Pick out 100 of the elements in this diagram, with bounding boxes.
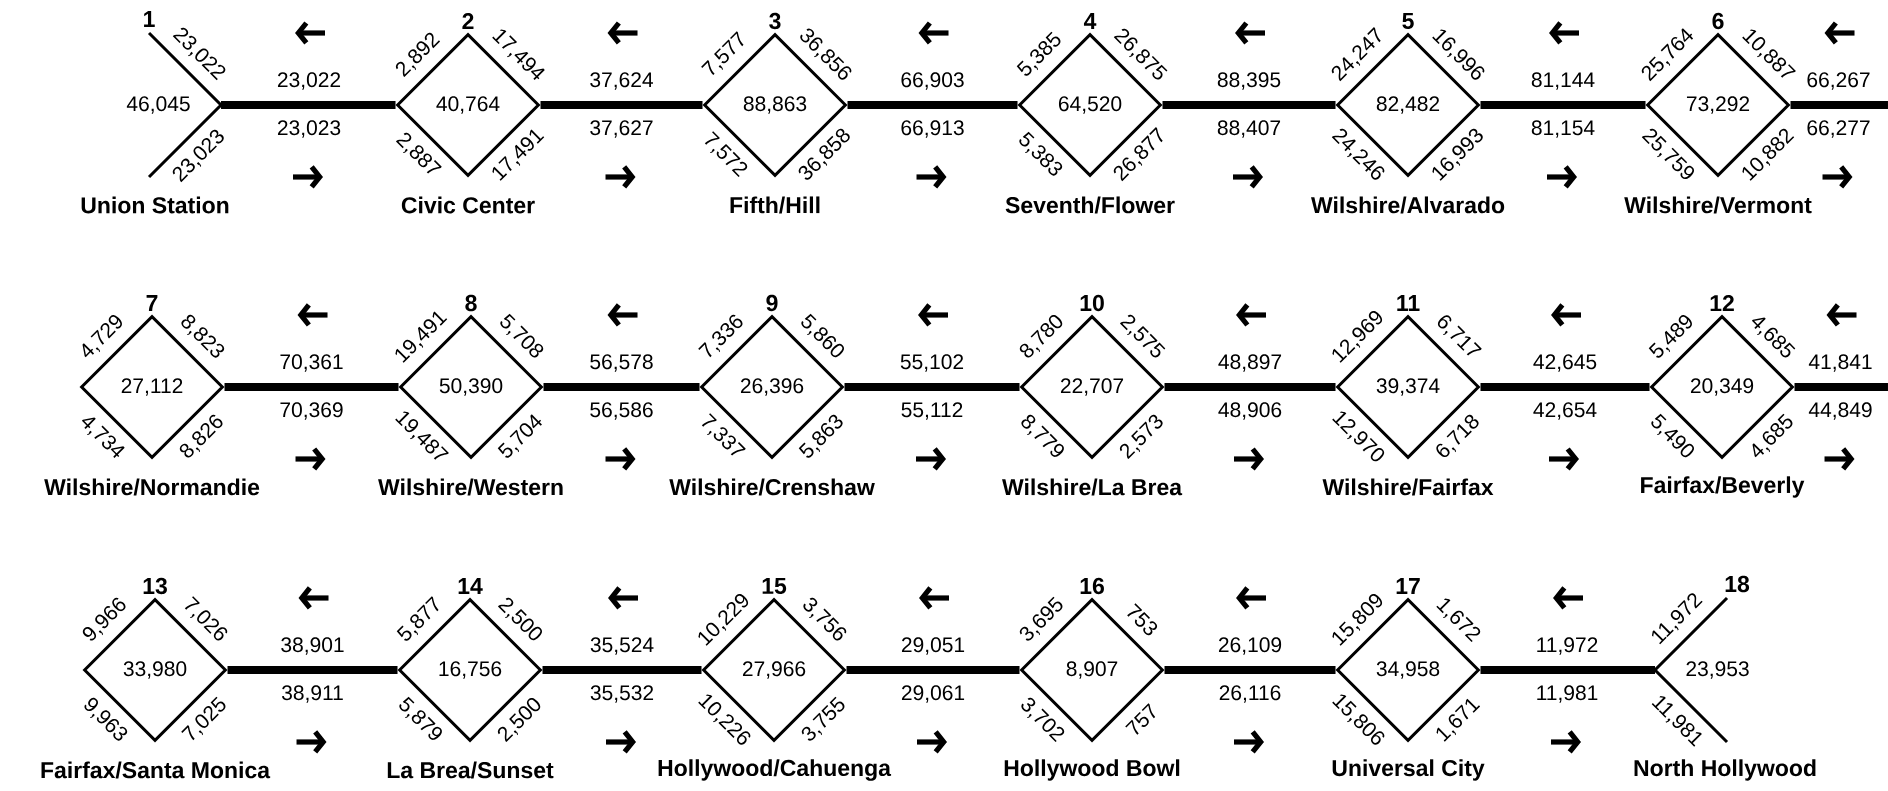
edge-label: 26,116 [1219, 685, 1281, 703]
track-line [844, 383, 1020, 387]
edge-label: 66,903 [901, 72, 964, 90]
edge-label: 55,102 [900, 354, 964, 372]
station-number: 11 [1397, 295, 1420, 311]
track-line [1164, 670, 1336, 674]
edge-label: 70,361 [280, 354, 343, 372]
track-line [543, 387, 700, 391]
station-number: 8 [465, 294, 477, 312]
edge-label: 29,061 [901, 685, 965, 703]
total-count: 46,045 [126, 96, 190, 114]
station-number: 15 [762, 578, 787, 594]
edge-label: 56,586 [590, 402, 653, 420]
station-number: 6 [1712, 12, 1724, 30]
station-number: 5 [1402, 13, 1414, 29]
edge-label: 42,654 [1533, 402, 1597, 420]
track-line [1164, 666, 1336, 670]
station-number: 18 [1725, 575, 1750, 593]
edge-label: 37,624 [590, 72, 653, 90]
track-line [1164, 387, 1336, 391]
track-line [1794, 387, 1888, 391]
edge-label: 66,277 [1807, 120, 1870, 138]
edge-label: 48,897 [1218, 354, 1282, 372]
track-line [542, 666, 702, 670]
edge-label: 66,913 [901, 120, 964, 138]
edge-label: 38,901 [281, 637, 344, 655]
edge-label: 11,972 [1537, 637, 1598, 655]
track-line [227, 670, 398, 674]
station-name: La Brea/Sunset [387, 761, 554, 779]
edge-label: 35,524 [590, 637, 654, 655]
edge-label: 23,022 [277, 72, 341, 90]
station-number: 17 [1396, 578, 1420, 594]
edge-label: 38,911 [281, 685, 343, 703]
station-name: Civic Center [401, 196, 535, 214]
edge-label: 42,645 [1533, 354, 1597, 372]
station-name: Wilshire/Western [378, 478, 563, 496]
edge-label: 88,395 [1217, 72, 1281, 90]
edge-label: 88,407 [1217, 120, 1281, 138]
track-line [540, 101, 703, 105]
boarding-count: 757 [1125, 703, 1156, 735]
track-line [847, 101, 1018, 105]
station-name: Fifth/Hill [730, 196, 820, 214]
edge-label: 44,849 [1808, 402, 1872, 420]
edge-label: 29,051 [901, 637, 965, 655]
track-line [1162, 105, 1336, 109]
station-name: Fairfax/Beverly [1641, 476, 1805, 498]
edge-label: 37,627 [590, 120, 653, 138]
track-line [1162, 101, 1336, 105]
track-line [227, 666, 398, 670]
station-name: Hollywood/Cahuenga [658, 759, 892, 781]
track-line [844, 387, 1020, 391]
station-name: Wilshire/Fairfax [1322, 478, 1494, 496]
edge-label: 81,144 [1531, 72, 1595, 90]
edge-label: 11,981 [1537, 685, 1598, 703]
edge-label: 81,154 [1531, 120, 1595, 138]
edge-label: 41,841 [1808, 354, 1872, 372]
track-line [847, 105, 1018, 109]
track-line [540, 105, 703, 109]
track-line [1480, 101, 1646, 105]
track-line [1480, 383, 1650, 387]
station-number: 12 [1710, 294, 1734, 312]
track-line [846, 670, 1020, 674]
edge-label: 70,369 [280, 402, 343, 420]
station-number: 3 [769, 12, 781, 30]
track-line [224, 383, 399, 387]
station-number: 4 [1083, 13, 1097, 29]
track-line [1480, 387, 1650, 391]
track-line [221, 105, 396, 109]
station-name: Wilshire/La Brea [1002, 478, 1183, 496]
station-name: Wilshire/Vermont [1624, 196, 1812, 214]
station-number: 16 [1080, 577, 1104, 595]
station-number: 7 [146, 295, 158, 311]
station-name: Fairfax/Santa Monica [41, 761, 271, 779]
station-name: Wilshire/Alvarado [1311, 196, 1505, 214]
station-name: Union Station [81, 196, 229, 214]
station-number: 14 [458, 578, 483, 594]
track-line [1790, 101, 1888, 105]
track-line [543, 383, 700, 387]
edge-label: 55,112 [901, 402, 963, 420]
station-name: Hollywood Bowl [1004, 759, 1180, 781]
station-name: Wilshire/Normandie [44, 478, 260, 496]
track-line [542, 670, 702, 674]
station-number: 2 [462, 12, 474, 30]
total-count: 23,953 [1686, 661, 1749, 679]
track-line [221, 101, 396, 105]
station-number: 9 [766, 294, 778, 312]
station-number: 13 [143, 577, 167, 595]
track-line [1480, 670, 1655, 674]
station-number: 10 [1080, 294, 1104, 312]
edge-label: 48,906 [1218, 402, 1282, 420]
track-line [1164, 383, 1336, 387]
station-number: 1 [144, 11, 155, 27]
edge-label: 56,578 [590, 354, 653, 372]
track-line [1480, 105, 1646, 109]
track-line [1790, 105, 1888, 109]
station-name: Seventh/Flower [1005, 196, 1175, 214]
station-name: North Hollywood [1634, 759, 1816, 781]
track-line [224, 387, 399, 391]
edge-label: 23,023 [277, 120, 341, 138]
boarding-count: 753 [1127, 603, 1158, 636]
